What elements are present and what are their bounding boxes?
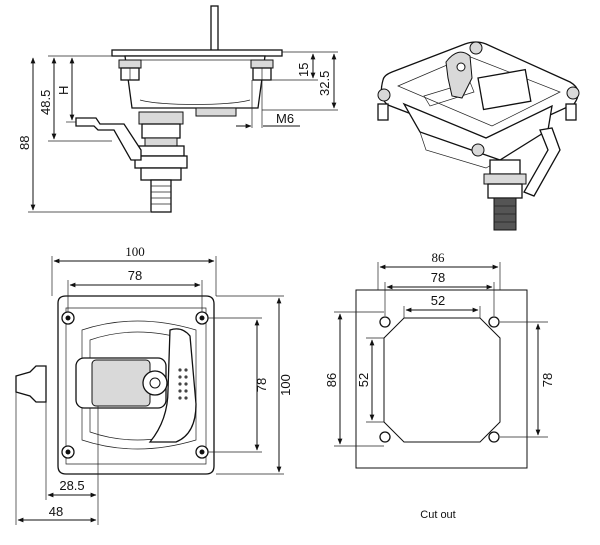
dim-label-78-height: 78 — [254, 378, 269, 392]
thread-label: M6 — [276, 111, 294, 126]
dim-label-100-height: 100 — [278, 374, 293, 396]
iso-stem — [483, 159, 527, 231]
dim-label-H: H — [56, 86, 71, 95]
key-shaft — [210, 5, 219, 53]
dim-label-48: 48 — [49, 504, 63, 519]
dim-label-52-width: 52 — [431, 293, 445, 308]
dim-label-100-width: 100 — [125, 244, 145, 259]
cutout-dimensions — [334, 262, 548, 447]
dim-label-78-cut-height: 78 — [540, 373, 555, 387]
iso-screw-3 — [566, 86, 580, 100]
cutout-view: 86 78 52 86 52 78 Cut out — [324, 250, 555, 521]
cutout-hole-br — [488, 431, 500, 443]
front-dimensions — [15, 256, 284, 525]
front-paddle — [148, 328, 197, 443]
cutout-plate — [355, 289, 528, 469]
cutout-caption: Cut out — [420, 509, 455, 521]
dim-label-86-height: 86 — [324, 373, 339, 387]
cutout-hole-tl — [379, 316, 391, 328]
iso-screw-4 — [471, 143, 485, 157]
front-grip-dots — [178, 368, 188, 400]
dim-label-15: 15 — [296, 63, 311, 77]
flange-plate — [111, 49, 283, 57]
dim-label-88: 88 — [17, 136, 32, 150]
tongue — [195, 107, 237, 117]
mounting-screw-left — [118, 59, 142, 81]
dim-label-48-5: 48.5 — [38, 90, 53, 115]
side-dimensions — [28, 51, 338, 213]
iso-screw-1 — [377, 88, 391, 102]
side-view: 88 48.5 H 15 32.5 M6 — [17, 5, 338, 213]
iso-screw-2 — [469, 41, 483, 55]
front-recess — [81, 320, 197, 450]
mounting-screw-right — [250, 59, 274, 81]
dim-label-78-cut-width: 78 — [431, 270, 445, 285]
dim-label-78-width: 78 — [128, 268, 142, 283]
dim-label-52-height: 52 — [356, 373, 371, 387]
threaded-stem — [134, 111, 188, 213]
dim-label-28-5: 28.5 — [59, 478, 84, 493]
side-handle — [75, 117, 142, 161]
cutout-hole-bl — [379, 431, 391, 443]
iso-key — [445, 51, 473, 99]
dim-label-32-5: 32.5 — [317, 71, 332, 96]
isometric-view — [377, 41, 580, 231]
front-handle-stub — [15, 365, 47, 403]
latch-body — [124, 55, 266, 109]
cutout-opening — [383, 317, 501, 443]
iso-handle — [523, 127, 561, 197]
cutout-hole-tr — [488, 316, 500, 328]
front-view: 100 78 78 100 28.5 48 — [15, 244, 293, 525]
dim-label-86-width: 86 — [432, 250, 446, 265]
iso-latch-block — [477, 68, 532, 111]
